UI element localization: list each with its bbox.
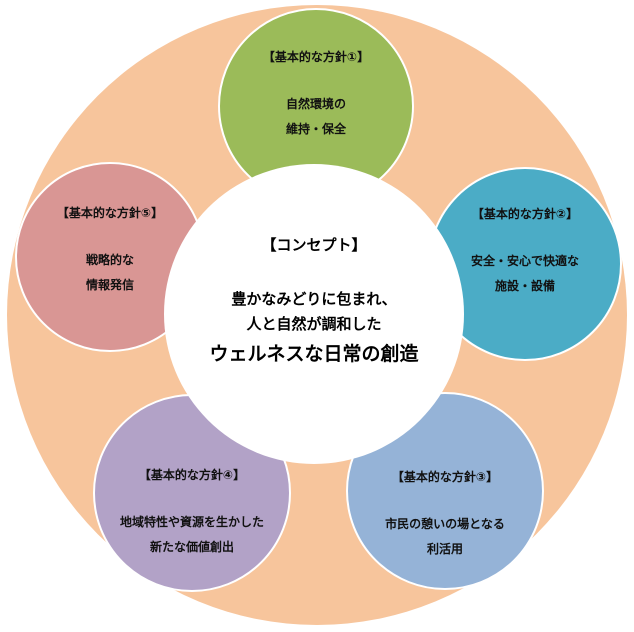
policy-title: 【基本的な方針③】 [391, 470, 499, 484]
policy-line: 新たな価値創出 [149, 540, 234, 554]
policy-title: 【基本的な方針⑤】 [56, 206, 164, 220]
policy-circle-1: 【基本的な方針①】 自然環境の 維持・保全 [218, 8, 414, 204]
policy-line: 安全・安心で快適な [470, 254, 579, 268]
concept-title: 【コンセプト】 [261, 236, 367, 254]
concept-main-text: ウェルネスな日常の創造 [209, 343, 419, 365]
concept-line-1: 豊かなみどりに包まれ、 [231, 290, 397, 308]
policy-line: 市民の憩いの場となる [385, 517, 505, 531]
policy-line: 情報発信 [85, 278, 134, 292]
policy-line: 施設・設備 [494, 279, 555, 293]
policy-line: 地域特性や資源を生かした [119, 515, 264, 529]
policy-title: 【基本的な方針①】 [262, 50, 370, 64]
policy-title: 【基本的な方針④】 [138, 468, 246, 482]
policy-line: 自然環境の [285, 97, 346, 111]
concept-line-2: 人と自然が調和した [246, 315, 382, 333]
policy-title: 【基本的な方針②】 [471, 207, 579, 221]
policy-line: 維持・保全 [285, 122, 346, 136]
concept-circle: 【コンセプト】 豊かなみどりに包まれ、 人と自然が調和した ウェルネスな日常の創… [164, 164, 464, 464]
policy-line: 利活用 [426, 542, 463, 556]
policy-line: 戦略的な [85, 253, 134, 267]
